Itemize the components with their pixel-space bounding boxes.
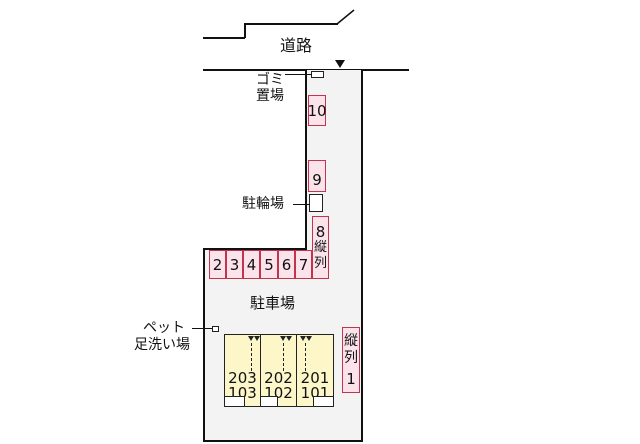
building-unit-203-103: 203 103: [224, 334, 261, 407]
bicycle-leader-line: [293, 204, 310, 205]
parking-slot-2: 2: [209, 250, 226, 279]
slot-number: 3: [229, 255, 240, 274]
road-label: 道路: [280, 36, 313, 55]
slot-number: 6: [281, 255, 292, 274]
parking-slot-9: 9: [308, 160, 326, 192]
slot-number: 10: [307, 101, 327, 120]
road-edge-diagonal: [336, 9, 355, 25]
pet-wash-label-line1: ペット: [143, 320, 185, 336]
slot-note-tandem: 縦: [313, 239, 327, 255]
parking-slot-10: 10: [307, 95, 327, 126]
parking-slot-3: 3: [226, 250, 243, 279]
parking-slot-5: 5: [260, 250, 278, 279]
garbage-area-box: [311, 71, 324, 78]
unit-number-upper: 201: [300, 369, 330, 387]
slot-number: 2: [212, 255, 223, 274]
pet-wash-box: [212, 326, 219, 332]
bicycle-parking-box: [309, 194, 323, 212]
porch: [313, 396, 333, 406]
parking-slot-4: 4: [243, 250, 260, 279]
parking-slot-1: 縦 列 1: [342, 327, 360, 393]
garbage-label-line1: ゴミ: [256, 72, 284, 88]
slot-number: 8: [315, 222, 326, 241]
porch: [225, 396, 245, 406]
lot-border-right: [361, 70, 363, 442]
slot-note-tandem: 縦: [344, 332, 358, 349]
building-unit-201-101: 201 101: [296, 334, 334, 407]
slot-number: 5: [264, 255, 274, 274]
pet-wash-label-line2: 足洗い場: [134, 337, 190, 353]
slot-note-tandem: 列: [344, 349, 358, 366]
slot-number: 7: [298, 255, 309, 274]
bicycle-parking-label: 駐輪場: [242, 196, 284, 212]
road-edge-upper-step: [244, 23, 246, 38]
porch: [261, 396, 278, 406]
lot-border-strip-left: [305, 70, 307, 249]
lot-border-bottom: [203, 440, 362, 442]
road-edge-upper-left: [203, 37, 245, 39]
building-unit-202-102: 202 102: [260, 334, 297, 407]
lot-border-left: [203, 248, 205, 441]
pet-wash-leader-line: [192, 328, 212, 329]
slot-number: 4: [246, 255, 257, 274]
road-edge-upper-right: [244, 23, 338, 25]
entrance-triangle-icon: [335, 60, 345, 68]
unit-number-upper: 203: [228, 369, 257, 387]
parking-slot-7: 7: [295, 250, 312, 279]
parking-slot-6: 6: [278, 250, 295, 279]
garbage-label-line2: 置場: [256, 88, 284, 104]
lot-border-step: [203, 248, 307, 250]
parking-lot-label: 駐車場: [250, 294, 296, 312]
slot-number: 9: [312, 171, 322, 189]
unit-number-upper: 202: [264, 369, 293, 387]
garbage-leader-line: [285, 74, 312, 75]
road-edge-lower: [203, 69, 409, 71]
slot-number: 1: [346, 369, 356, 388]
slot-note-tandem: 列: [313, 255, 327, 271]
parking-slot-8: 8 縦 列: [312, 216, 329, 279]
